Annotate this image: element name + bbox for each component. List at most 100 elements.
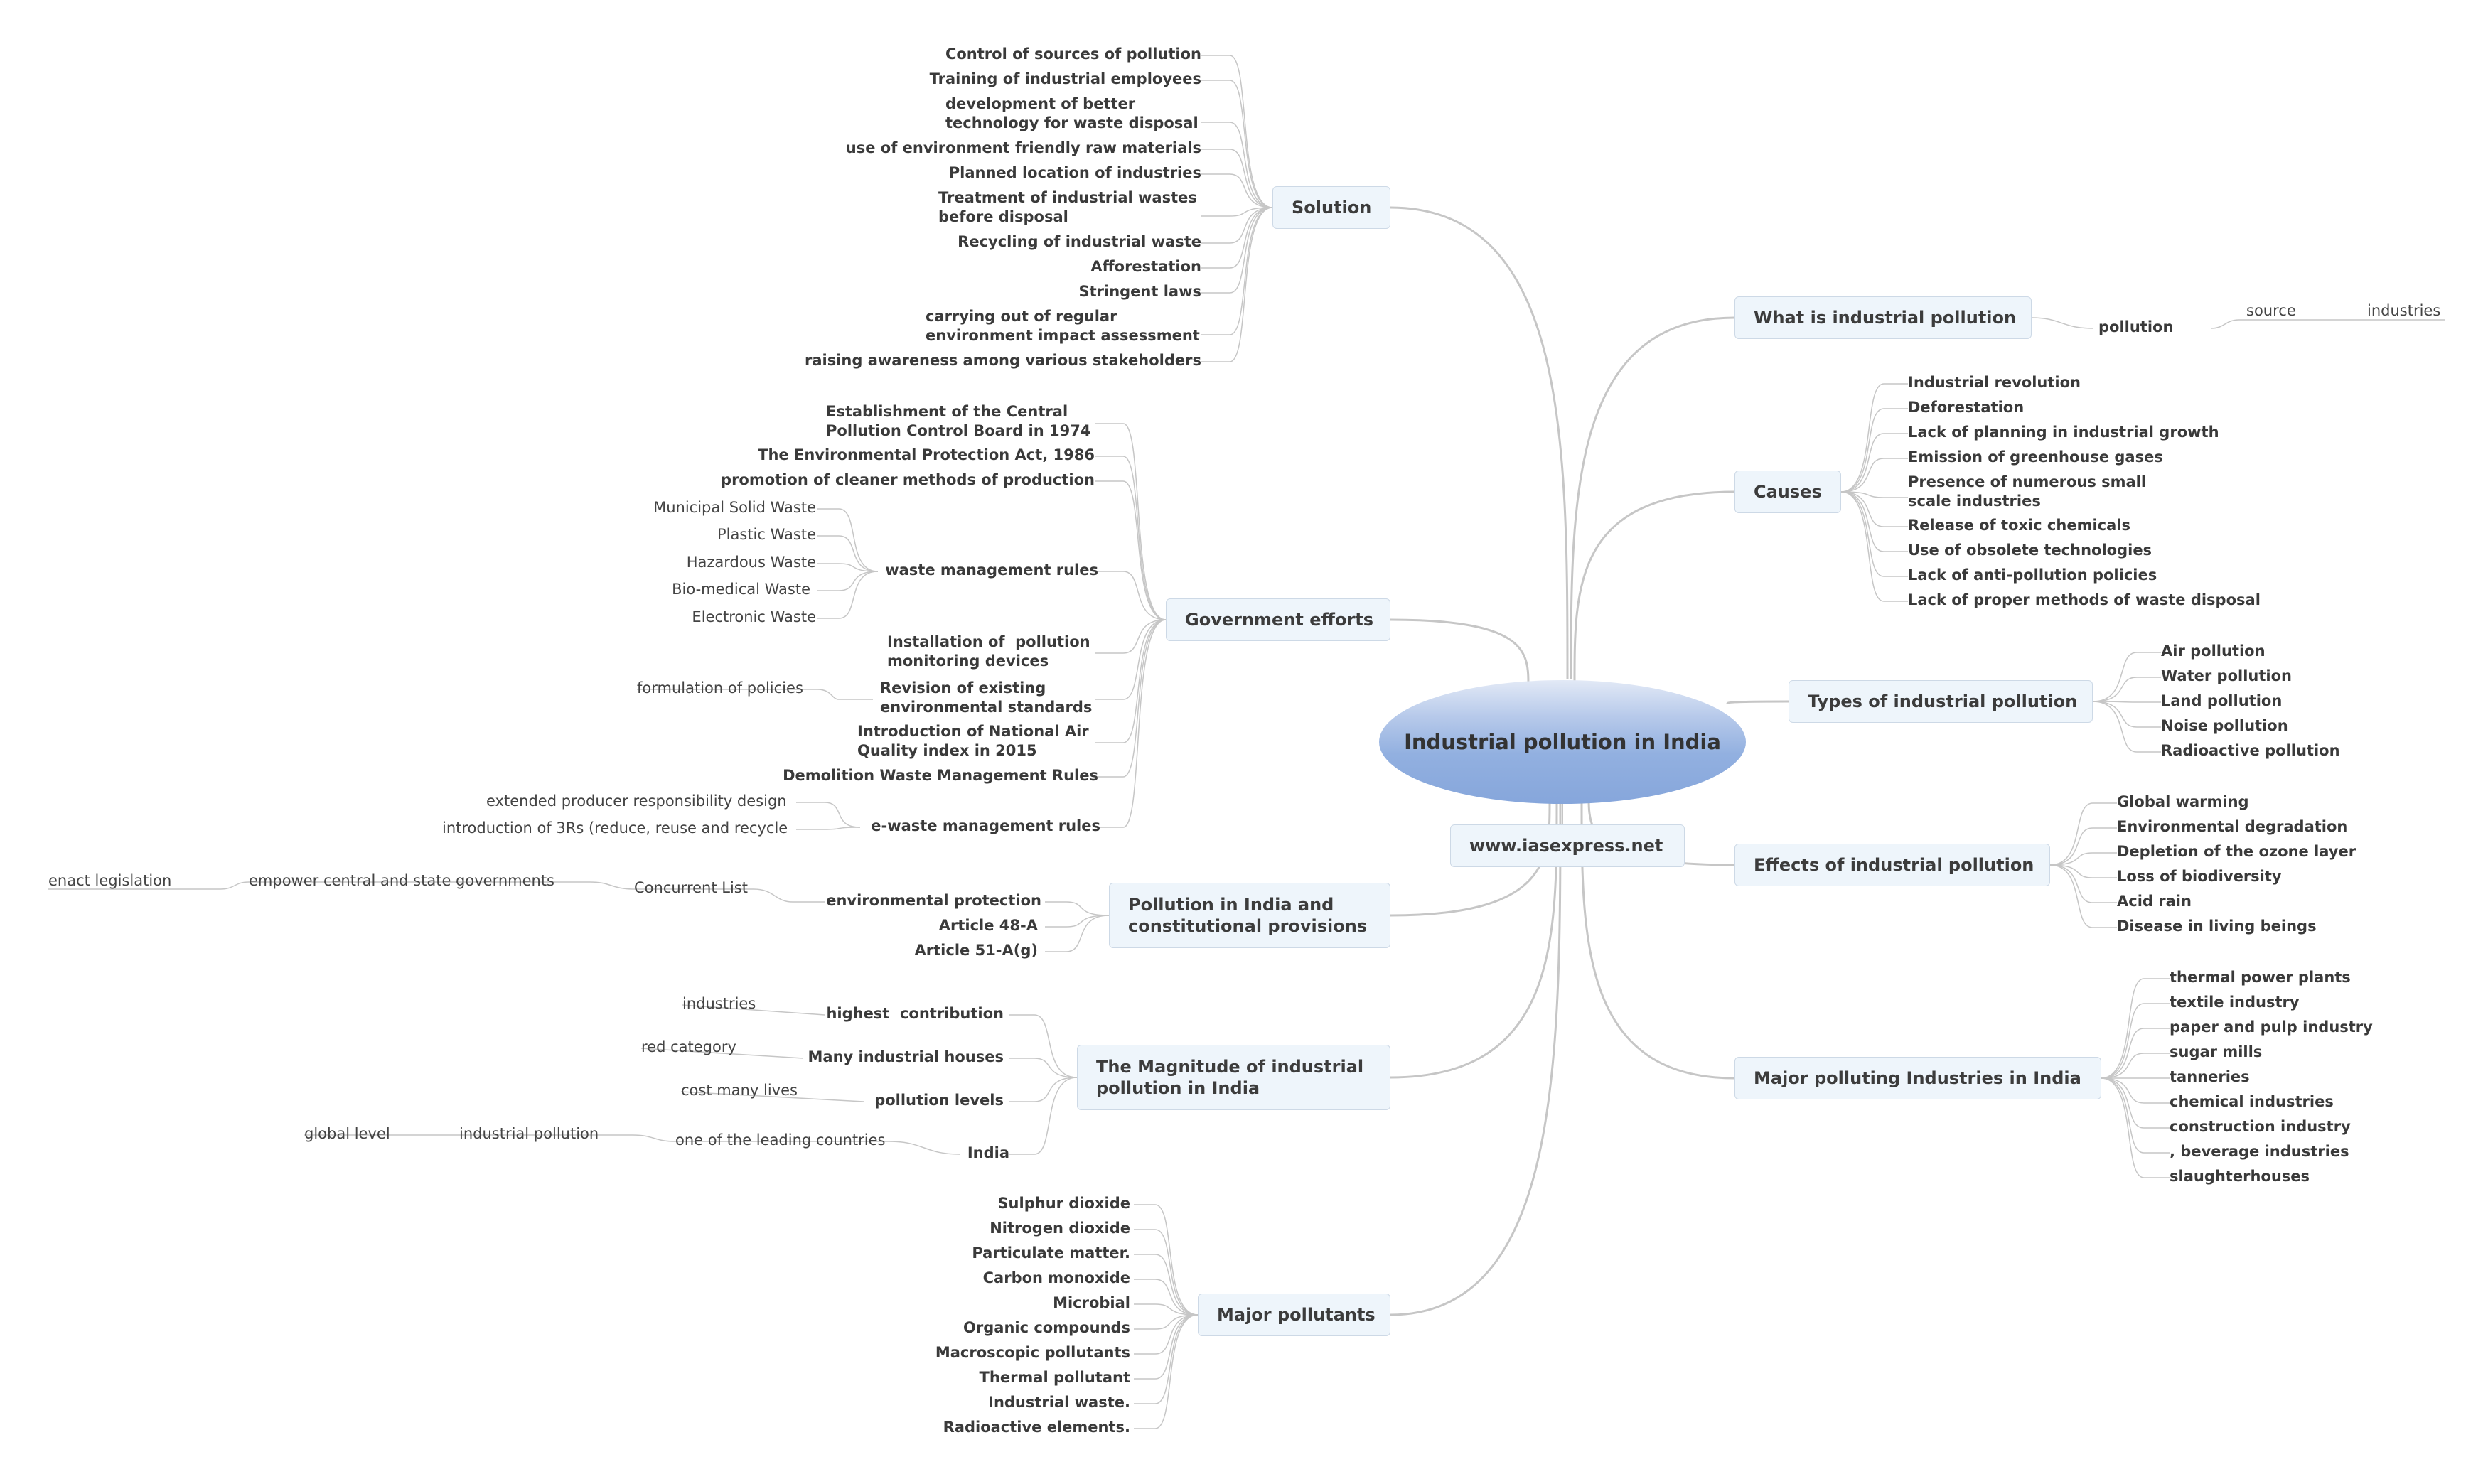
topic-types-of-industrial-pollution[interactable]: Types of industrial pollution (1789, 680, 2093, 723)
constitutional-item[interactable]: Article 48-A (938, 917, 1038, 934)
pollutant-item[interactable]: Radioactive elements. (943, 1419, 1130, 1436)
topic-what-is-industrial-pollution[interactable]: What is industrial pollution (1734, 296, 2032, 339)
pollutant-item[interactable]: Carbon monoxide (982, 1269, 1130, 1286)
effect-item[interactable]: Global warming (2117, 793, 2249, 810)
pollutant-item[interactable]: Sulphur dioxide (997, 1195, 1130, 1212)
industry-item[interactable]: thermal power plants (2170, 969, 2351, 986)
government-item[interactable]: promotion of cleaner methods of producti… (721, 471, 1095, 488)
effect-item[interactable]: Loss of biodiversity (2117, 868, 2282, 885)
child-line (1045, 901, 1110, 916)
cause-item[interactable]: Use of obsolete technologies (1908, 542, 2152, 559)
government-item[interactable]: The Environmental Protection Act, 1986 (758, 446, 1095, 463)
solution-item[interactable]: Training of industrial employees (929, 70, 1201, 87)
government-item[interactable]: Establishment of the Central Pollution C… (826, 403, 1091, 439)
solution-item[interactable]: use of environment friendly raw material… (845, 139, 1201, 156)
cause-item[interactable]: Emission of greenhouse gases (1908, 448, 2163, 466)
cause-item[interactable]: Lack of anti-pollution policies (1908, 566, 2157, 584)
solution-item[interactable]: Recycling of industrial waste (958, 233, 1201, 250)
cause-item[interactable]: Release of toxic chemicals (1908, 517, 2130, 534)
cause-item[interactable]: Presence of numerous small scale industr… (1908, 473, 2147, 510)
cause-item[interactable]: Lack of planning in industrial growth (1908, 424, 2219, 441)
ewaste-detail[interactable]: introduction of 3Rs (reduce, reuse and r… (442, 819, 788, 837)
magnitude-item[interactable]: India (967, 1144, 1009, 1161)
magnitude-item[interactable]: pollution levels (874, 1092, 1004, 1109)
government-item[interactable]: Demolition Waste Management Rules (783, 767, 1098, 784)
type-item[interactable]: Land pollution (2161, 692, 2283, 709)
industry-item[interactable]: chemical industries (2170, 1093, 2334, 1110)
solution-item[interactable]: raising awareness among various stakehol… (805, 352, 1201, 369)
topic-major-polluting-industries[interactable]: Major polluting Industries in India (1734, 1057, 2101, 1099)
what-is-pollution[interactable]: pollution (2098, 318, 2174, 335)
website-topic[interactable]: www.iasexpress.net (1450, 824, 1685, 867)
solution-item[interactable]: Afforestation (1090, 258, 1201, 275)
government-item[interactable]: Revision of existing environmental stand… (880, 679, 1093, 716)
government-item[interactable]: e-waste management rules (871, 817, 1100, 834)
industry-item[interactable]: paper and pulp industry (2170, 1018, 2373, 1036)
what-is-industries[interactable]: industries (2367, 302, 2441, 319)
industry-item[interactable]: slaughterhouses (2170, 1168, 2310, 1185)
magnitude-item[interactable]: Many industrial houses (808, 1048, 1004, 1065)
constitutional-item[interactable]: environmental protection (826, 892, 1041, 909)
central-topic[interactable]: Industrial pollution in India (1379, 680, 1746, 804)
industry-item[interactable]: construction industry (2170, 1118, 2351, 1135)
waste-rule-item[interactable]: Bio-medical Waste (672, 581, 810, 598)
industry-item[interactable]: , beverage industries (2170, 1143, 2349, 1160)
solution-item[interactable]: Treatment of industrial wastes before di… (938, 189, 1197, 225)
cause-item[interactable]: Industrial revolution (1908, 374, 2081, 391)
industry-item[interactable]: sugar mills (2170, 1043, 2263, 1060)
india-detail[interactable]: one of the leading countries (675, 1131, 886, 1149)
cause-item[interactable]: Deforestation (1908, 399, 2025, 416)
pollutant-item[interactable]: Organic compounds (963, 1319, 1130, 1336)
concurrent-list[interactable]: Concurrent List (634, 879, 748, 896)
pollutant-item[interactable]: Industrial waste. (988, 1394, 1130, 1411)
government-item[interactable]: Installation of pollution monitoring dev… (887, 633, 1090, 670)
india-sub2[interactable]: global level (304, 1125, 390, 1142)
waste-rule-item[interactable]: Plastic Waste (717, 526, 816, 543)
pollutant-item[interactable]: Nitrogen dioxide (990, 1220, 1130, 1237)
india-sub[interactable]: industrial pollution (459, 1125, 599, 1142)
effect-item[interactable]: Depletion of the ozone layer (2117, 843, 2356, 860)
solution-item[interactable]: Control of sources of pollution (945, 45, 1201, 63)
solution-item[interactable]: Stringent laws (1078, 283, 1201, 300)
ewaste-detail[interactable]: extended producer responsibility design (486, 792, 787, 810)
waste-rule-item[interactable]: Municipal Solid Waste (653, 499, 816, 516)
type-item[interactable]: Radioactive pollution (2161, 742, 2340, 759)
industry-item[interactable]: textile industry (2170, 994, 2300, 1011)
topic-effects-of-industrial-pollution[interactable]: Effects of industrial pollution (1734, 844, 2050, 886)
revision-detail[interactable]: formulation of policies (637, 679, 803, 697)
pollutant-item[interactable]: Thermal pollutant (979, 1369, 1130, 1386)
topic-government-efforts[interactable]: Government efforts (1166, 598, 1390, 641)
effect-item[interactable]: Disease in living beings (2117, 918, 2317, 935)
pollutant-item[interactable]: Particulate matter. (972, 1244, 1130, 1262)
topic-causes[interactable]: Causes (1734, 471, 1841, 513)
levels-detail[interactable]: cost many lives (681, 1082, 798, 1099)
topic-magnitude-of-industrial-pollution[interactable]: The Magnitude of industrial pollution in… (1077, 1045, 1390, 1110)
empower-governments[interactable]: empower central and state governments (249, 872, 554, 889)
houses-detail[interactable]: red category (641, 1038, 736, 1055)
industry-item[interactable]: tanneries (2170, 1068, 2250, 1085)
solution-item[interactable]: Planned location of industries (948, 164, 1201, 181)
topic-solution[interactable]: Solution (1272, 186, 1390, 229)
constitutional-item[interactable]: Article 51-A(g) (914, 942, 1038, 959)
type-item[interactable]: Air pollution (2161, 642, 2266, 660)
type-item[interactable]: Noise pollution (2161, 717, 2288, 734)
pollutant-item[interactable]: Macroscopic pollutants (935, 1344, 1130, 1361)
topic-major-pollutants[interactable]: Major pollutants (1198, 1294, 1390, 1336)
enact-legislation[interactable]: enact legislation (48, 872, 172, 889)
type-item[interactable]: Water pollution (2161, 667, 2292, 684)
waste-rule-item[interactable]: Electronic Waste (692, 608, 816, 625)
pollutant-item[interactable]: Microbial (1053, 1294, 1130, 1311)
solution-item[interactable]: carrying out of regular environment impa… (926, 308, 1200, 344)
government-item[interactable]: waste management rules (885, 561, 1098, 579)
waste-rule-item[interactable]: Hazardous Waste (686, 554, 816, 571)
cause-item[interactable]: Lack of proper methods of waste disposal (1908, 591, 2261, 608)
effect-item[interactable]: Acid rain (2117, 893, 2192, 910)
government-item[interactable]: Introduction of National Air Quality ind… (857, 723, 1089, 759)
child-line (1840, 491, 1908, 527)
magnitude-item[interactable]: highest contribution (826, 1005, 1004, 1022)
what-is-source[interactable]: source (2246, 302, 2296, 319)
effect-item[interactable]: Environmental degradation (2117, 818, 2348, 835)
topic-constitutional-provisions[interactable]: Pollution in India and constitutional pr… (1109, 883, 1390, 948)
solution-item[interactable]: development of better technology for was… (945, 95, 1199, 131)
highest-detail[interactable]: industries (682, 995, 756, 1012)
